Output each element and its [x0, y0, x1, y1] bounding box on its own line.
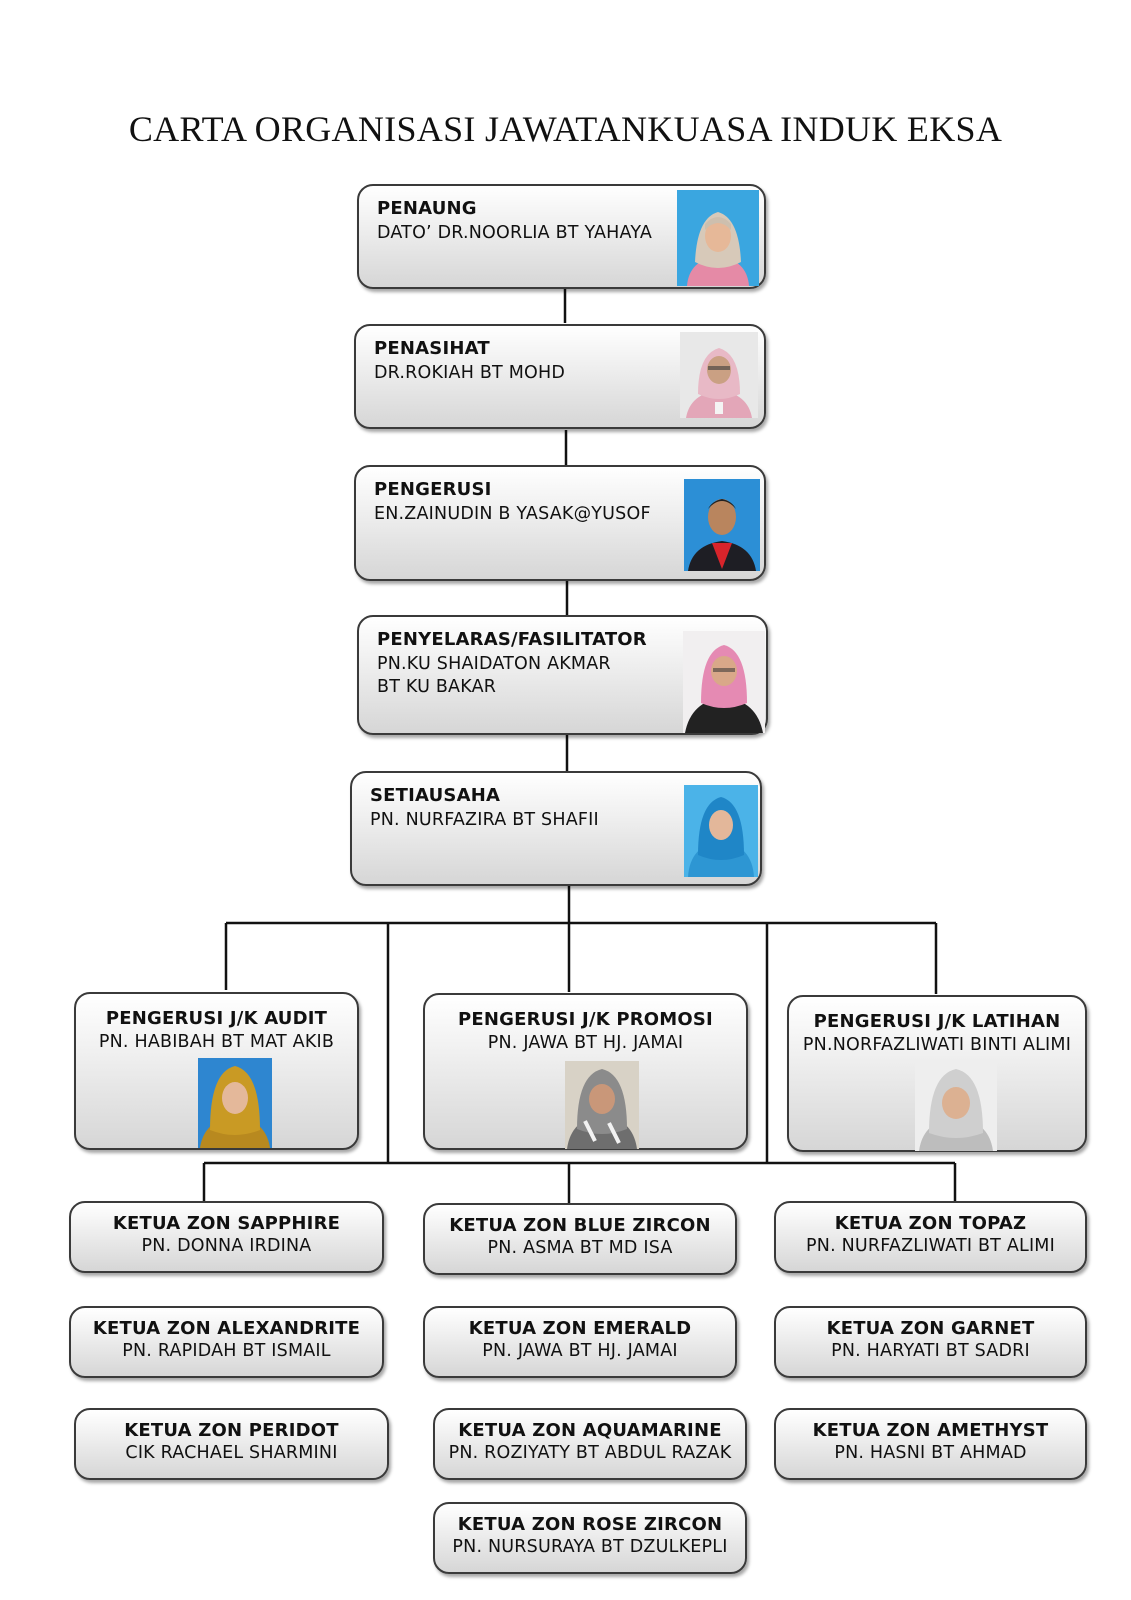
- person-name: PN. NURFAZIRA BT SHAFII: [370, 810, 599, 830]
- person-name: DATO’ DR.NOORLIA BT YAHAYA: [377, 223, 653, 243]
- role-label: KETUA ZON TOPAZ: [834, 1213, 1027, 1234]
- portrait-photo: [684, 785, 758, 877]
- portrait-photo: [680, 332, 758, 418]
- person-name: EN.ZAINUDIN B YASAK@YUSOF: [374, 504, 651, 524]
- person-name: PN.NORFAZLIWATI BINTI ALIMI: [802, 1035, 1072, 1055]
- box-setiausaha: SETIAUSAHA PN. NURFAZIRA BT SHAFII: [350, 771, 762, 886]
- person-name: PN. RAPIDAH BT ISMAIL: [122, 1341, 331, 1361]
- portrait-photo: [565, 1061, 639, 1149]
- role-label: KETUA ZON ALEXANDRITE: [92, 1318, 361, 1339]
- role-label: PENASIHAT: [374, 338, 490, 359]
- box-zone-aquamarine: KETUA ZON AQUAMARINE PN. ROZIYATY BT ABD…: [433, 1408, 747, 1480]
- box-zone-blue-zircon: KETUA ZON BLUE ZIRCON PN. ASMA BT MD ISA: [423, 1203, 737, 1275]
- box-penaung: PENAUNG DATO’ DR.NOORLIA BT YAHAYA: [357, 184, 766, 289]
- box-zone-garnet: KETUA ZON GARNET PN. HARYATI BT SADRI: [774, 1306, 1087, 1378]
- role-label: KETUA ZON PERIDOT: [124, 1420, 339, 1441]
- person-name: CIK RACHAEL SHARMINI: [125, 1443, 338, 1463]
- role-label: PENYELARAS/FASILITATOR: [377, 629, 647, 650]
- role-label: PENGERUSI J/K PROMOSI: [458, 1009, 713, 1030]
- box-penyelaras: PENYELARAS/FASILITATOR PN.KU SHAIDATON A…: [357, 615, 768, 735]
- portrait-image: [198, 1058, 272, 1148]
- person-name: PN. HABIBAH BT MAT AKIB: [98, 1032, 335, 1052]
- box-committee-latihan: PENGERUSI J/K LATIHAN PN.NORFAZLIWATI BI…: [787, 995, 1087, 1152]
- box-committee-promosi: PENGERUSI J/K PROMOSI PN. JAWA BT HJ. JA…: [423, 993, 748, 1150]
- person-name: PN. JAWA BT HJ. JAMAI: [482, 1341, 678, 1361]
- portrait-photo: [915, 1063, 997, 1151]
- portrait-image: [677, 190, 759, 286]
- portrait-image: [683, 631, 765, 733]
- portrait-image: [680, 332, 758, 418]
- box-zone-topaz: KETUA ZON TOPAZ PN. NURFAZLIWATI BT ALIM…: [774, 1201, 1087, 1273]
- box-penasihat: PENASIHAT DR.ROKIAH BT MOHD: [354, 324, 766, 429]
- person-name: PN. NURFAZLIWATI BT ALIMI: [806, 1236, 1055, 1256]
- portrait-image: [915, 1063, 997, 1151]
- person-name: PN. JAWA BT HJ. JAMAI: [487, 1033, 684, 1053]
- person-name: DR.ROKIAH BT MOHD: [374, 363, 566, 383]
- person-name: PN. NURSURAYA BT DZULKEPLI: [452, 1537, 728, 1557]
- portrait-image: [565, 1061, 639, 1149]
- person-name: PN.KU SHAIDATON AKMAR BT KU BAKAR: [377, 653, 677, 699]
- box-zone-rose-zircon: KETUA ZON ROSE ZIRCON PN. NURSURAYA BT D…: [433, 1502, 747, 1574]
- portrait-photo: [677, 190, 759, 286]
- box-zone-sapphire: KETUA ZON SAPPHIRE PN. DONNA IRDINA: [69, 1201, 384, 1273]
- role-label: PENGERUSI J/K AUDIT: [105, 1008, 328, 1029]
- role-label: KETUA ZON GARNET: [826, 1318, 1035, 1339]
- portrait-photo: [198, 1058, 272, 1148]
- role-label: PENGERUSI J/K LATIHAN: [813, 1011, 1061, 1032]
- chart-title: CARTA ORGANISASI JAWATANKUASA INDUK EKSA: [128, 109, 1003, 149]
- portrait-photo: [684, 479, 760, 571]
- portrait-image: [684, 479, 760, 571]
- role-label: PENGERUSI: [374, 479, 492, 500]
- role-label: PENAUNG: [377, 198, 477, 219]
- box-zone-peridot: KETUA ZON PERIDOT CIK RACHAEL SHARMINI: [74, 1408, 389, 1480]
- role-label: KETUA ZON ROSE ZIRCON: [457, 1514, 723, 1535]
- person-name-line1: PN.KU SHAIDATON AKMAR: [377, 654, 611, 674]
- person-name: PN. HASNI BT AHMAD: [834, 1443, 1027, 1463]
- person-name: PN. ASMA BT MD ISA: [487, 1238, 673, 1258]
- role-label: KETUA ZON SAPPHIRE: [112, 1213, 341, 1234]
- box-committee-audit: PENGERUSI J/K AUDIT PN. HABIBAH BT MAT A…: [74, 992, 359, 1150]
- portrait-photo: [683, 631, 765, 733]
- person-name: PN. HARYATI BT SADRI: [831, 1341, 1030, 1361]
- role-label: KETUA ZON EMERALD: [468, 1318, 692, 1339]
- person-name: PN. DONNA IRDINA: [141, 1236, 312, 1256]
- box-zone-emerald: KETUA ZON EMERALD PN. JAWA BT HJ. JAMAI: [423, 1306, 737, 1378]
- person-name-line2: BT KU BAKAR: [377, 677, 497, 697]
- role-label: SETIAUSAHA: [370, 785, 501, 806]
- person-name: PN. ROZIYATY BT ABDUL RAZAK: [448, 1443, 732, 1463]
- role-label: KETUA ZON BLUE ZIRCON: [449, 1215, 711, 1236]
- box-zone-alexandrite: KETUA ZON ALEXANDRITE PN. RAPIDAH BT ISM…: [69, 1306, 384, 1378]
- role-label: KETUA ZON AQUAMARINE: [458, 1420, 722, 1441]
- box-zone-amethyst: KETUA ZON AMETHYST PN. HASNI BT AHMAD: [774, 1408, 1087, 1480]
- portrait-image: [684, 785, 758, 877]
- role-label: KETUA ZON AMETHYST: [812, 1420, 1049, 1441]
- box-pengerusi: PENGERUSI EN.ZAINUDIN B YASAK@YUSOF: [354, 465, 766, 581]
